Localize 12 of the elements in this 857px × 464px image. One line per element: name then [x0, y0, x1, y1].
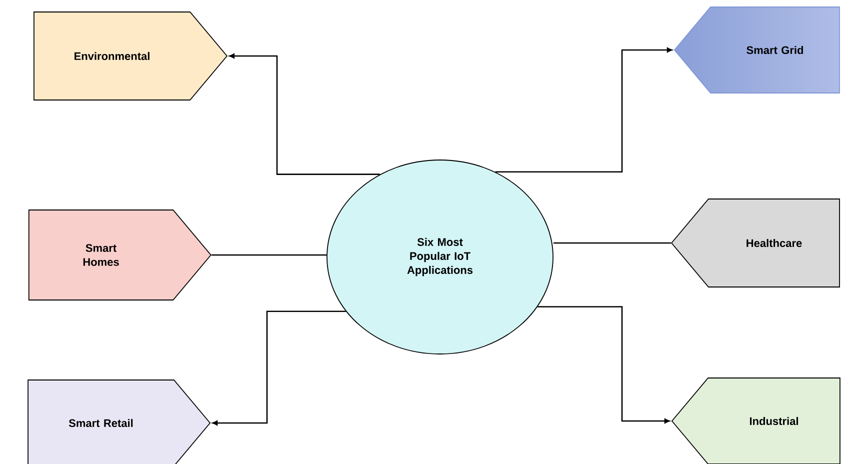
pentagon-label: Industrial	[671, 378, 840, 464]
connector-arrow	[495, 48, 672, 173]
connector-arrow	[538, 306, 670, 424]
pentagon-label: Smart Grid	[674, 6, 840, 94]
pentagon-label: Environmental	[34, 12, 228, 100]
pentagon-label: Smart Retail	[28, 380, 211, 464]
connector-line	[553, 242, 671, 244]
connector-arrow	[212, 310, 346, 426]
pentagon-label: Smart Homes	[28, 210, 212, 300]
connector-line	[211, 254, 327, 256]
pentagon-label: Healthcare	[670, 198, 840, 288]
connector-arrow	[229, 54, 380, 175]
